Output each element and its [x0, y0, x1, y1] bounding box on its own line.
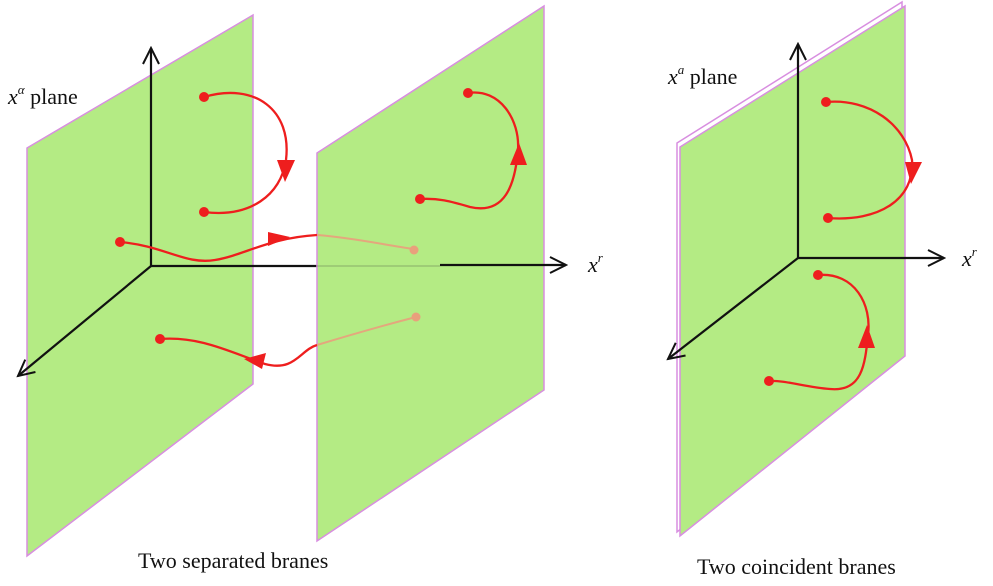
- brane-1: [26, 13, 254, 558]
- stretched-string-lower: [155, 312, 421, 369]
- right-panel: xa plane xr Two coincident branes: [667, 0, 978, 579]
- brane-2: [316, 4, 545, 543]
- string-arrowhead: [905, 162, 922, 184]
- open-string-loop-brane-1: [199, 91, 295, 217]
- left-panel: xα plane xr Two separated branes: [7, 4, 604, 573]
- plane-label: xα plane: [7, 82, 78, 109]
- axis-label: xr: [961, 244, 978, 271]
- string-endpoint-faded: [409, 245, 419, 255]
- caption: Two separated branes: [138, 548, 328, 573]
- stretched-string-upper: [115, 232, 419, 262]
- plane-label: xa plane: [667, 62, 737, 89]
- diagonal-axis: [668, 257, 799, 359]
- string-arrowhead: [510, 143, 527, 165]
- string-arrowhead: [858, 325, 875, 348]
- axis-label: xr: [587, 250, 604, 277]
- open-string-loop-brane-2: [415, 88, 527, 210]
- diagonal-axis: [18, 265, 152, 376]
- string-arrowhead: [268, 232, 290, 246]
- string-endpoint-faded: [411, 312, 421, 322]
- open-string-loop-lower: [764, 270, 875, 391]
- open-string-loop-upper: [821, 97, 922, 223]
- caption: Two coincident branes: [697, 554, 896, 579]
- string-arrowhead: [277, 160, 295, 182]
- brane-pair: [679, 4, 906, 538]
- string-arrowhead: [244, 353, 266, 369]
